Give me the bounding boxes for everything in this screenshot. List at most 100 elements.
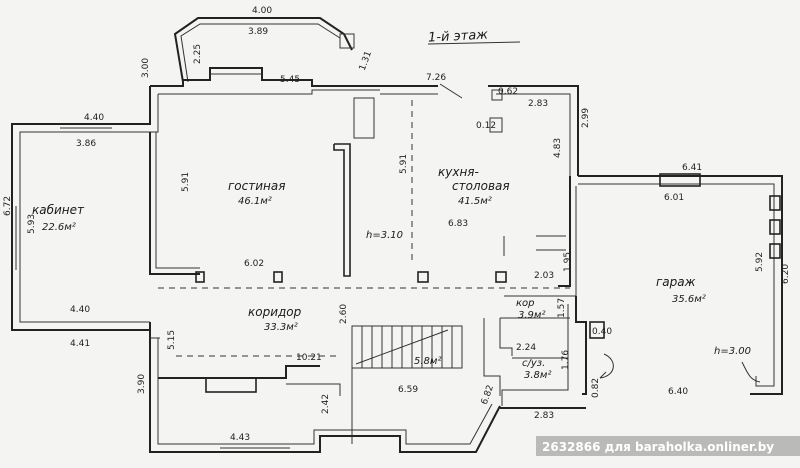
dim-top389: 3.89 [248, 27, 268, 37]
room-labels: кабинет 22.6м² гостиная 46.1м² кухня- ст… [32, 165, 751, 381]
area-stairs: 5.8м² [414, 356, 441, 367]
garage-pillar-2 [769, 219, 781, 235]
kor-wall [483, 318, 501, 396]
room-garazh: гараж [656, 275, 696, 289]
watermark: 2632866 для baraholka.onliner.by [542, 440, 774, 454]
bath-pillar [589, 321, 605, 339]
kitchen-niche [353, 97, 375, 139]
garage-window-frame [659, 173, 701, 187]
area-suz: 3.8м² [524, 370, 551, 381]
garage-door-arrow [599, 371, 607, 379]
column-ne [491, 89, 503, 101]
garage-pillar-1 [769, 195, 781, 211]
dim-299: 2.99 [581, 108, 591, 128]
dimension-labels: 4.00 3.89 2.25 3.00 5.45 1.31 7.26 0.62 … [3, 6, 791, 443]
dim-242: 2.42 [321, 394, 331, 414]
bathroom-wall-inner [501, 304, 569, 406]
dim-545: 5.45 [280, 75, 300, 85]
dim-515: 5.15 [167, 330, 177, 350]
dim-040: 0.40 [592, 327, 612, 337]
dim-203: 2.03 [534, 271, 554, 281]
dim-157: 1.57 [557, 298, 567, 318]
study-living-partition-inner [155, 132, 200, 269]
area-garazh: 35.6м² [672, 294, 706, 305]
kitchen-right-wall [488, 85, 579, 176]
lower-window-frame [205, 377, 257, 393]
room-kabinet: кабинет [32, 203, 85, 217]
dim-440a: 4.40 [84, 113, 104, 123]
room-kuhnya-2: столовая [452, 179, 510, 193]
dim-602: 6.02 [244, 259, 264, 269]
dim-483: 4.83 [553, 138, 563, 158]
dim-390: 3.90 [137, 374, 147, 394]
kitchen-right-inner [496, 93, 571, 176]
dim-659: 6.59 [398, 385, 418, 395]
title-underline [427, 41, 521, 45]
dim-300: 3.00 [141, 58, 151, 78]
area-kuhnya: 41.5м² [458, 196, 492, 207]
garage-pillar-3 [769, 243, 781, 259]
dim-683: 6.83 [448, 219, 468, 229]
dim-620: 6.20 [781, 264, 791, 284]
dim-283b: 2.83 [534, 411, 554, 421]
column-1 [195, 271, 205, 283]
area-gostinaya: 46.1м² [238, 196, 272, 207]
dim-082: 0.82 [591, 378, 601, 398]
dim-593: 5.93 [27, 214, 37, 234]
dim-283a: 2.83 [528, 99, 548, 109]
dim-672: 6.72 [3, 196, 13, 216]
dim-012: 0.12 [476, 121, 496, 131]
garage-inner-wall [578, 183, 775, 387]
garage-door-arc [599, 353, 614, 379]
column-2 [273, 271, 283, 283]
dim-601: 6.01 [664, 193, 684, 203]
dim-top400: 4.00 [252, 6, 272, 16]
dim-592: 5.92 [755, 252, 765, 272]
stair-hall-inner [286, 383, 341, 396]
garage-outer-wall [578, 175, 783, 395]
dim-1021: 10.21 [296, 353, 322, 363]
area-kabinet: 22.6м² [42, 222, 76, 233]
stair-hall-wall [158, 365, 320, 379]
dim-176: 1.76 [561, 350, 571, 370]
dim-441: 4.41 [70, 339, 90, 349]
area-kor: 3.9м² [518, 310, 545, 321]
dim-062: 0.62 [498, 87, 518, 97]
bay-window-inner [180, 23, 341, 83]
room-suz: с/уз. [522, 358, 545, 369]
column-3 [417, 271, 429, 283]
bay-window-wall [173, 17, 353, 83]
stair-arrow [355, 329, 449, 365]
column-n [489, 117, 503, 133]
column-4 [495, 271, 507, 283]
height-garage: h=3.00 [714, 346, 751, 357]
corridor-left-inner [157, 338, 493, 445]
floor-title: 1-й этаж [428, 28, 489, 46]
study-outer-wall [11, 86, 151, 331]
kor-wall-2 [499, 318, 513, 356]
living-kitchen-partition [333, 143, 351, 277]
room-gostinaya: гостиная [228, 179, 285, 193]
room-kor: кор [516, 298, 535, 309]
dim-440b: 4.40 [70, 305, 90, 315]
height-main: h=3.10 [366, 230, 403, 241]
door-swing-top [439, 83, 463, 99]
dim-443: 4.43 [230, 433, 250, 443]
dim-386: 3.86 [76, 139, 96, 149]
walls [11, 17, 783, 453]
living-top-wall [150, 67, 380, 87]
bathroom-wall [575, 296, 587, 395]
stair-outline [351, 325, 463, 369]
living-top-wall-inner [158, 89, 380, 95]
kitchen-garage-wall [558, 176, 571, 287]
dim-591a: 5.91 [181, 172, 191, 192]
dim-682: 6.82 [480, 384, 496, 406]
garage-gate-arc [741, 361, 761, 383]
dim-591b: 5.91 [399, 154, 409, 174]
area-koridor: 33.3м² [264, 322, 298, 333]
bay-pillar [339, 33, 355, 49]
dim-195: 1.95 [563, 252, 573, 272]
dim-131: 1.31 [358, 50, 374, 72]
dim-225: 2.25 [193, 44, 203, 64]
